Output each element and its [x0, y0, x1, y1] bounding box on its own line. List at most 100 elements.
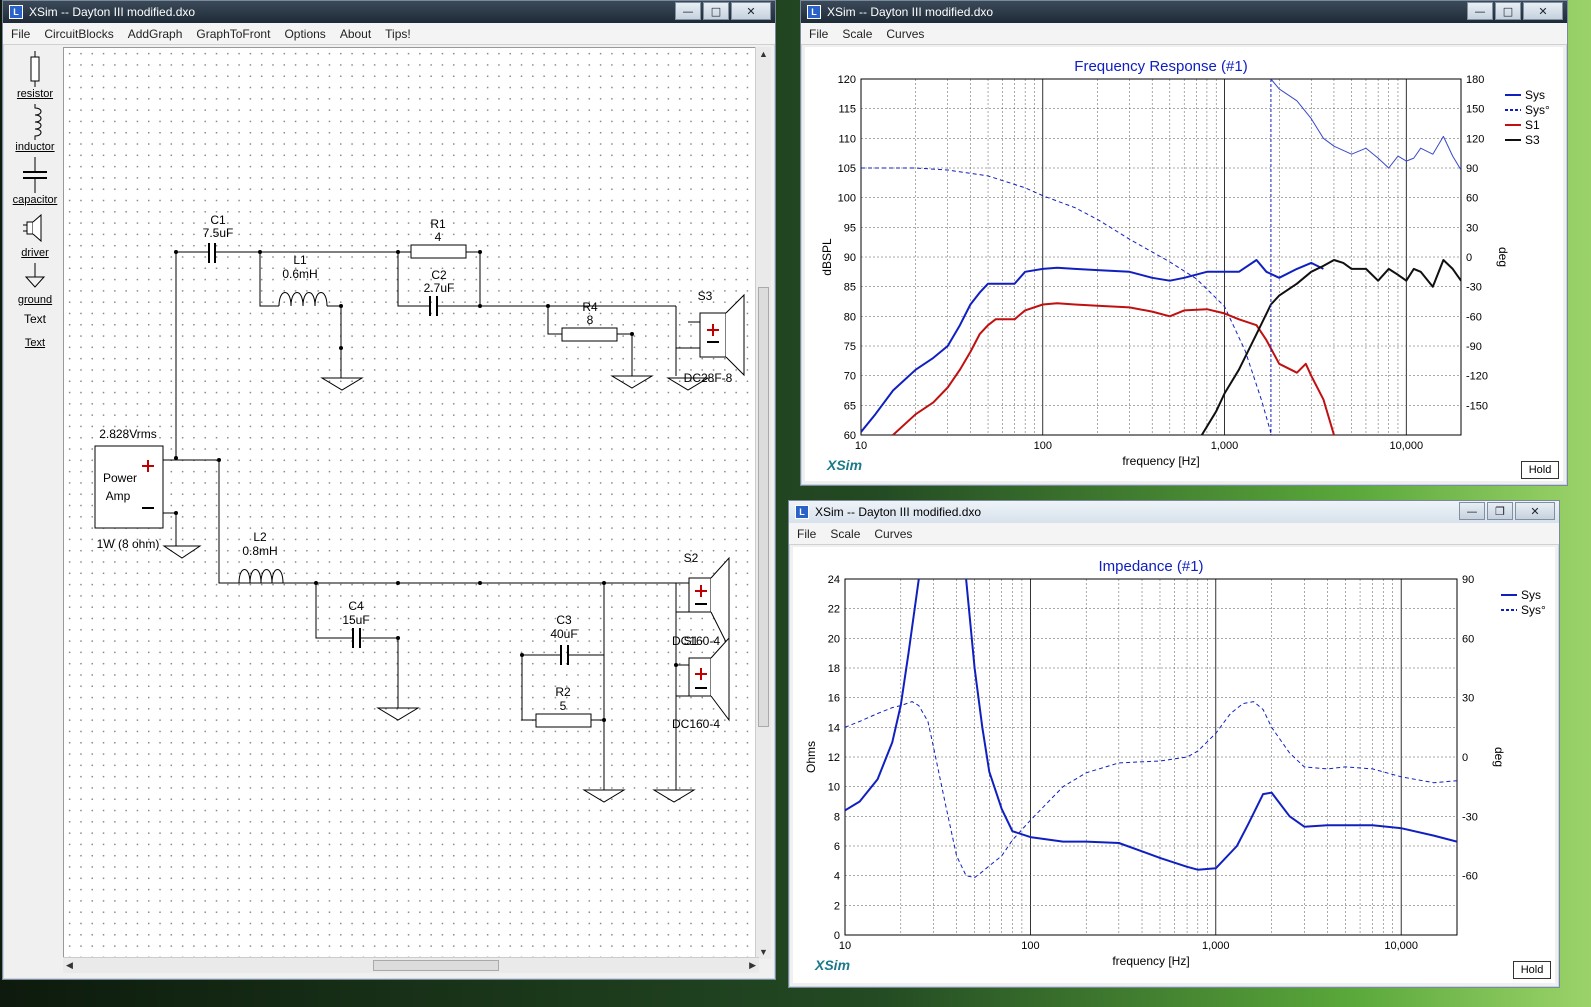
series-line-sys- [861, 167, 1272, 434]
y-tick-label: 90 [844, 252, 856, 264]
menu-options[interactable]: Options [284, 26, 326, 41]
maximize-button[interactable]: □ [1495, 2, 1521, 20]
freq-window-title: XSim -- Dayton III modified.dxo [827, 5, 994, 19]
y-tick-label: 85 [844, 282, 856, 294]
y2-tick-label: -150 [1466, 400, 1488, 412]
menu-file[interactable]: File [809, 26, 829, 41]
menu-scale[interactable]: Scale [842, 26, 873, 41]
minimize-button[interactable]: — [675, 2, 701, 20]
menu-addgraph[interactable]: AddGraph [127, 26, 183, 41]
close-button[interactable]: ✕ [731, 2, 771, 20]
s1-model: DC160-4 [672, 717, 720, 731]
legend-label: S1 [1525, 118, 1540, 132]
vertical-scroll-thumb[interactable] [758, 287, 769, 727]
plot-area [845, 579, 1457, 879]
y2-axis-label: deg [1496, 247, 1510, 267]
y-tick-label: 12 [828, 752, 840, 764]
chart-title: Frequency Response (#1) [1074, 58, 1247, 75]
horizontal-scroll-thumb[interactable] [373, 960, 499, 971]
hold-button[interactable]: Hold [1521, 461, 1559, 479]
minimize-button[interactable]: — [1459, 502, 1485, 520]
scroll-down-icon[interactable]: ▼ [759, 947, 768, 957]
hold-button[interactable]: Hold [1513, 961, 1551, 979]
x-tick-label: 10,000 [1389, 440, 1423, 452]
tool-text[interactable]: Text [9, 312, 61, 326]
schematic-vertical-scrollbar[interactable]: ▲ ▼ [755, 47, 771, 959]
c3-name: C3 [556, 613, 572, 627]
tool-inductor[interactable]: inductor [9, 104, 61, 153]
y-tick-label: 110 [838, 133, 856, 145]
x-tick-label: 1,000 [1202, 940, 1230, 952]
scroll-right-icon[interactable]: ▶ [749, 960, 756, 970]
menu-tips[interactable]: Tips! [385, 26, 411, 41]
plot-frame [860, 78, 1462, 436]
y-tick-label: 95 [844, 222, 856, 234]
y2-tick-label: 180 [1466, 74, 1484, 86]
tool-ground[interactable]: ground [9, 263, 61, 306]
amp-label-amp: Amp [106, 489, 131, 503]
menu-graphtofront[interactable]: GraphToFront [196, 26, 271, 41]
x-tick-label: 10 [839, 940, 851, 952]
inductor-icon [34, 104, 42, 140]
y2-tick-label: 150 [1466, 104, 1484, 116]
schematic-canvas[interactable]: C1 7.5uF L1 0.6mH R1 4 C2 2.7uF R4 8 S3 … [63, 47, 759, 959]
y2-tick-label: 0 [1466, 252, 1472, 264]
scroll-left-icon[interactable]: ◀ [66, 960, 73, 970]
tool-driver[interactable]: driver [9, 210, 61, 259]
tool-resistor[interactable]: resistor [9, 51, 61, 100]
xsim-app-icon: L [807, 5, 821, 19]
r2-value: 5 [560, 699, 567, 713]
maximize-button[interactable]: □ [703, 2, 729, 20]
close-button[interactable]: ✕ [1523, 2, 1563, 20]
x-axis-label: frequency [Hz] [1122, 454, 1199, 468]
tool-label: resistor [16, 88, 54, 100]
close-button[interactable]: ✕ [1515, 502, 1555, 520]
legend-label: Sys [1525, 88, 1545, 102]
y-tick-label: 105 [838, 163, 856, 175]
r4-value: 8 [587, 313, 594, 327]
schematic-diagram: C1 7.5uF L1 0.6mH R1 4 C2 2.7uF R4 8 S3 … [94, 213, 745, 803]
menu-circuitblocks[interactable]: CircuitBlocks [44, 26, 114, 41]
y-tick-label: 2 [834, 900, 840, 912]
s2-name: S2 [684, 551, 699, 565]
y-tick-label: 16 [828, 693, 840, 705]
frequency-response-window: L XSim -- Dayton III modified.dxo — □ ✕ … [800, 0, 1568, 486]
s2-model: DC160-4 [672, 634, 720, 648]
schematic-titlebar[interactable]: L XSim -- Dayton III modified.dxo — □ ✕ [3, 1, 775, 23]
menu-file[interactable]: File [11, 26, 31, 41]
schematic-menubar: File CircuitBlocks AddGraph GraphToFront Opt… [3, 23, 775, 45]
text-icon: Text [23, 312, 46, 326]
tool-capacitor[interactable]: capacitor [9, 157, 61, 206]
y-tick-label: 22 [828, 604, 840, 616]
capacitor-icon [23, 157, 47, 193]
legend-label: Sys° [1521, 603, 1546, 617]
y-tick-label: 8 [834, 811, 840, 823]
y-tick-label: 115 [838, 104, 856, 116]
y2-tick-label: -90 [1466, 341, 1482, 353]
freq-titlebar[interactable]: L XSim -- Dayton III modified.dxo — □ ✕ [801, 1, 1567, 23]
driver-icon [23, 213, 42, 243]
minimize-button[interactable]: — [1467, 2, 1493, 20]
menu-curves[interactable]: Curves [886, 26, 925, 41]
r1-name: R1 [430, 217, 446, 231]
text-underline-icon: Text [24, 337, 46, 349]
tool-text-underline[interactable]: Text [9, 336, 61, 349]
y2-tick-label: 90 [1462, 574, 1474, 586]
menu-about[interactable]: About [339, 26, 372, 41]
y-tick-label: 100 [838, 193, 856, 205]
menu-file[interactable]: File [797, 526, 817, 541]
amp-voltage: 2.828Vrms [99, 427, 157, 441]
y-tick-label: 75 [844, 341, 856, 353]
restore-button[interactable]: ❐ [1487, 502, 1513, 520]
scroll-up-icon[interactable]: ▲ [759, 49, 768, 59]
y2-tick-label: 90 [1466, 163, 1478, 175]
menu-scale[interactable]: Scale [830, 526, 861, 541]
schematic-horizontal-scrollbar[interactable]: ◀ ▶ [63, 957, 759, 973]
tool-label: driver [21, 247, 49, 259]
y-tick-label: 120 [838, 74, 856, 86]
legend-label: Sys [1521, 588, 1541, 602]
imp-titlebar[interactable]: L XSim -- Dayton III modified.dxo — ❐ ✕ [789, 501, 1559, 523]
menu-curves[interactable]: Curves [874, 526, 913, 541]
